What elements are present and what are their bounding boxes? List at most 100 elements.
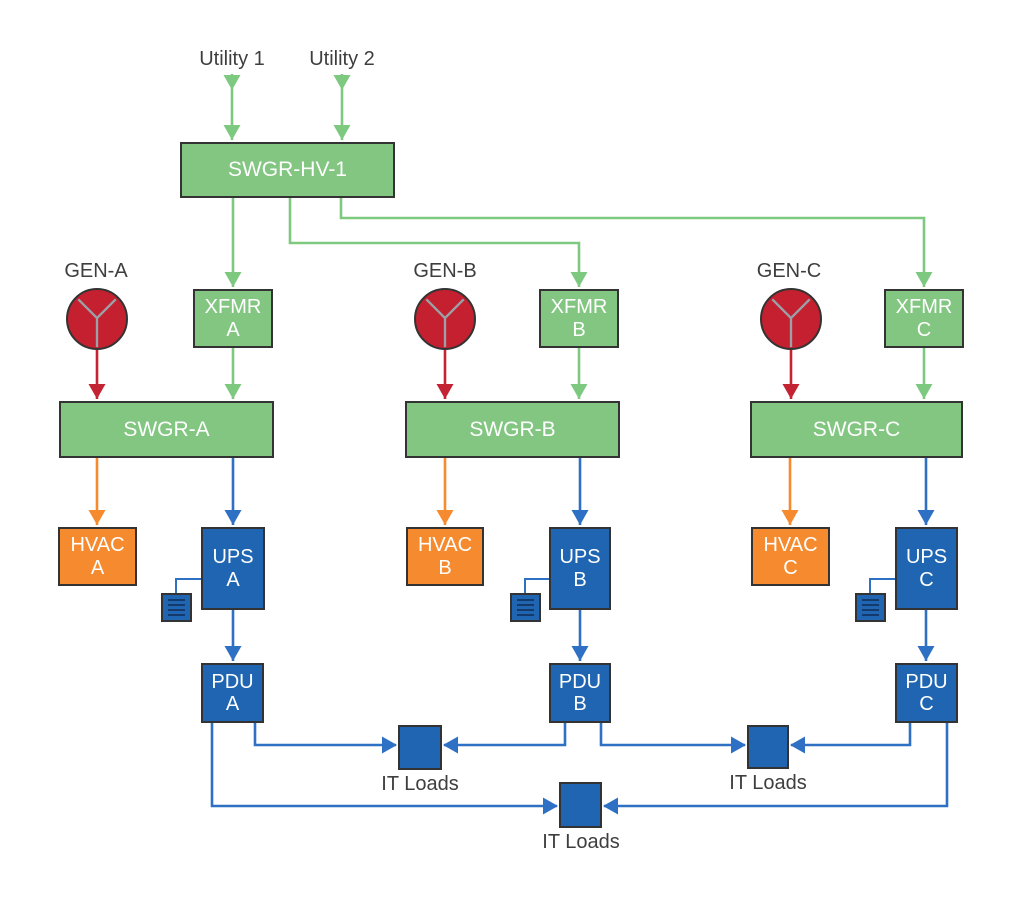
arrowhead-icon bbox=[436, 384, 454, 399]
arrowhead-icon bbox=[915, 272, 933, 287]
node-swgr-a-label: SWGR-A bbox=[123, 417, 210, 441]
arrowhead-icon bbox=[571, 646, 589, 661]
arrowhead-icon bbox=[223, 125, 241, 140]
arrowhead-icon bbox=[88, 384, 106, 399]
node-battery-c bbox=[855, 593, 886, 622]
battery-plates-icon bbox=[862, 599, 879, 616]
label-utility-1: Utility 1 bbox=[199, 48, 265, 70]
arrowhead-icon bbox=[333, 125, 351, 140]
node-pdu-b-label: B bbox=[573, 693, 587, 715]
node-xfmr-a-label: XFMR bbox=[204, 296, 262, 319]
node-pdu-a-label: A bbox=[225, 693, 240, 715]
arrowhead-icon bbox=[543, 797, 558, 815]
node-pdu-c-label: C bbox=[919, 693, 934, 715]
node-battery-a bbox=[161, 593, 192, 622]
arrowhead-icon bbox=[603, 797, 618, 815]
node-hvac-b-label: B bbox=[438, 556, 452, 579]
arrowhead-icon bbox=[571, 510, 589, 525]
edge-battery-c-to-ups-c bbox=[869, 578, 895, 593]
edge-pdu-b-to-it-loads-2 bbox=[599, 723, 745, 747]
arrowhead-icon bbox=[731, 736, 746, 754]
arrowhead-icon bbox=[224, 646, 242, 661]
battery-plates-icon bbox=[168, 599, 185, 616]
arrowhead-icon bbox=[570, 384, 588, 399]
node-xfmr-c-label: C bbox=[916, 318, 932, 341]
generator-wye-icon bbox=[425, 298, 465, 348]
node-it-loads-1 bbox=[398, 725, 442, 770]
node-it-loads-2 bbox=[747, 725, 789, 769]
arrowhead-icon bbox=[224, 384, 242, 399]
node-xfmr-a-label: A bbox=[226, 318, 240, 341]
arrowhead-icon bbox=[224, 510, 242, 525]
node-swgr-c-label: SWGR-C bbox=[812, 417, 901, 441]
label-utility-2: Utility 2 bbox=[309, 48, 375, 70]
label-gen-a: GEN-A bbox=[64, 260, 128, 282]
node-ups-b-label: UPS bbox=[559, 546, 601, 569]
node-ups-a-label: UPS bbox=[212, 546, 254, 569]
node-ups-a-label: A bbox=[226, 568, 240, 591]
node-gen-b bbox=[414, 288, 476, 350]
node-ups-c-label: C bbox=[919, 568, 934, 591]
node-xfmr-b-label: B bbox=[572, 318, 586, 341]
node-battery-b bbox=[510, 593, 541, 622]
node-swgr-b: SWGR-B bbox=[405, 401, 620, 458]
generator-wye-icon bbox=[77, 298, 117, 348]
node-ups-b-label: B bbox=[573, 568, 587, 591]
arrowhead-icon bbox=[436, 510, 454, 525]
node-it-loads-3 bbox=[559, 782, 602, 828]
node-swgr-hv-1-label: SWGR-HV-1 bbox=[227, 158, 347, 182]
arrowhead-icon bbox=[88, 510, 106, 525]
node-gen-c bbox=[760, 288, 822, 350]
arrowhead-icon bbox=[443, 736, 458, 754]
arrowhead-icon bbox=[790, 736, 805, 754]
edge-pdu-b-to-it-loads-1 bbox=[444, 723, 567, 747]
arrowhead-icon bbox=[382, 736, 397, 754]
node-pdu-b-label: PDU bbox=[558, 670, 602, 693]
node-xfmr-b-label: XFMR bbox=[550, 296, 608, 319]
arrowhead-icon bbox=[917, 646, 935, 661]
battery-plates-icon bbox=[517, 599, 534, 616]
node-swgr-c: SWGR-C bbox=[750, 401, 963, 458]
label-it-loads-3: IT Loads bbox=[542, 831, 620, 853]
arrowhead-icon bbox=[915, 384, 933, 399]
node-pdu-a-label: PDU bbox=[211, 670, 254, 693]
generator-wye-icon bbox=[771, 298, 811, 348]
node-swgr-a: SWGR-A bbox=[59, 401, 274, 458]
arrowhead-icon bbox=[570, 272, 588, 287]
node-hvac-a-label: HVAC bbox=[70, 534, 125, 557]
node-gen-a bbox=[66, 288, 128, 350]
node-swgr-hv-1: SWGR-HV-1 bbox=[180, 142, 395, 198]
edge-battery-b-to-ups-b bbox=[524, 578, 549, 593]
node-xfmr-c-label: XFMR bbox=[895, 296, 953, 319]
node-pdu-c-label: PDU bbox=[905, 670, 948, 693]
arrowhead-icon bbox=[223, 75, 241, 90]
label-it-loads-1: IT Loads bbox=[381, 773, 459, 795]
arrowhead-icon bbox=[782, 384, 800, 399]
arrowhead-icon bbox=[224, 272, 242, 287]
edge-pdu-a-to-it-loads-1 bbox=[253, 723, 396, 747]
arrowhead-icon bbox=[781, 510, 799, 525]
edge-battery-a-to-ups-a bbox=[175, 578, 201, 593]
node-hvac-c-label: C bbox=[783, 556, 798, 579]
arrowhead-icon bbox=[333, 75, 351, 90]
node-hvac-a-label: A bbox=[90, 556, 105, 579]
node-ups-c-label: UPS bbox=[905, 546, 948, 569]
node-hvac-c-label: HVAC bbox=[763, 534, 818, 557]
label-gen-c: GEN-C bbox=[756, 260, 822, 282]
node-hvac-b-label: HVAC bbox=[417, 534, 473, 557]
arrowhead-icon bbox=[917, 510, 935, 525]
node-swgr-b-label: SWGR-B bbox=[469, 417, 556, 441]
label-gen-b: GEN-B bbox=[413, 260, 477, 282]
